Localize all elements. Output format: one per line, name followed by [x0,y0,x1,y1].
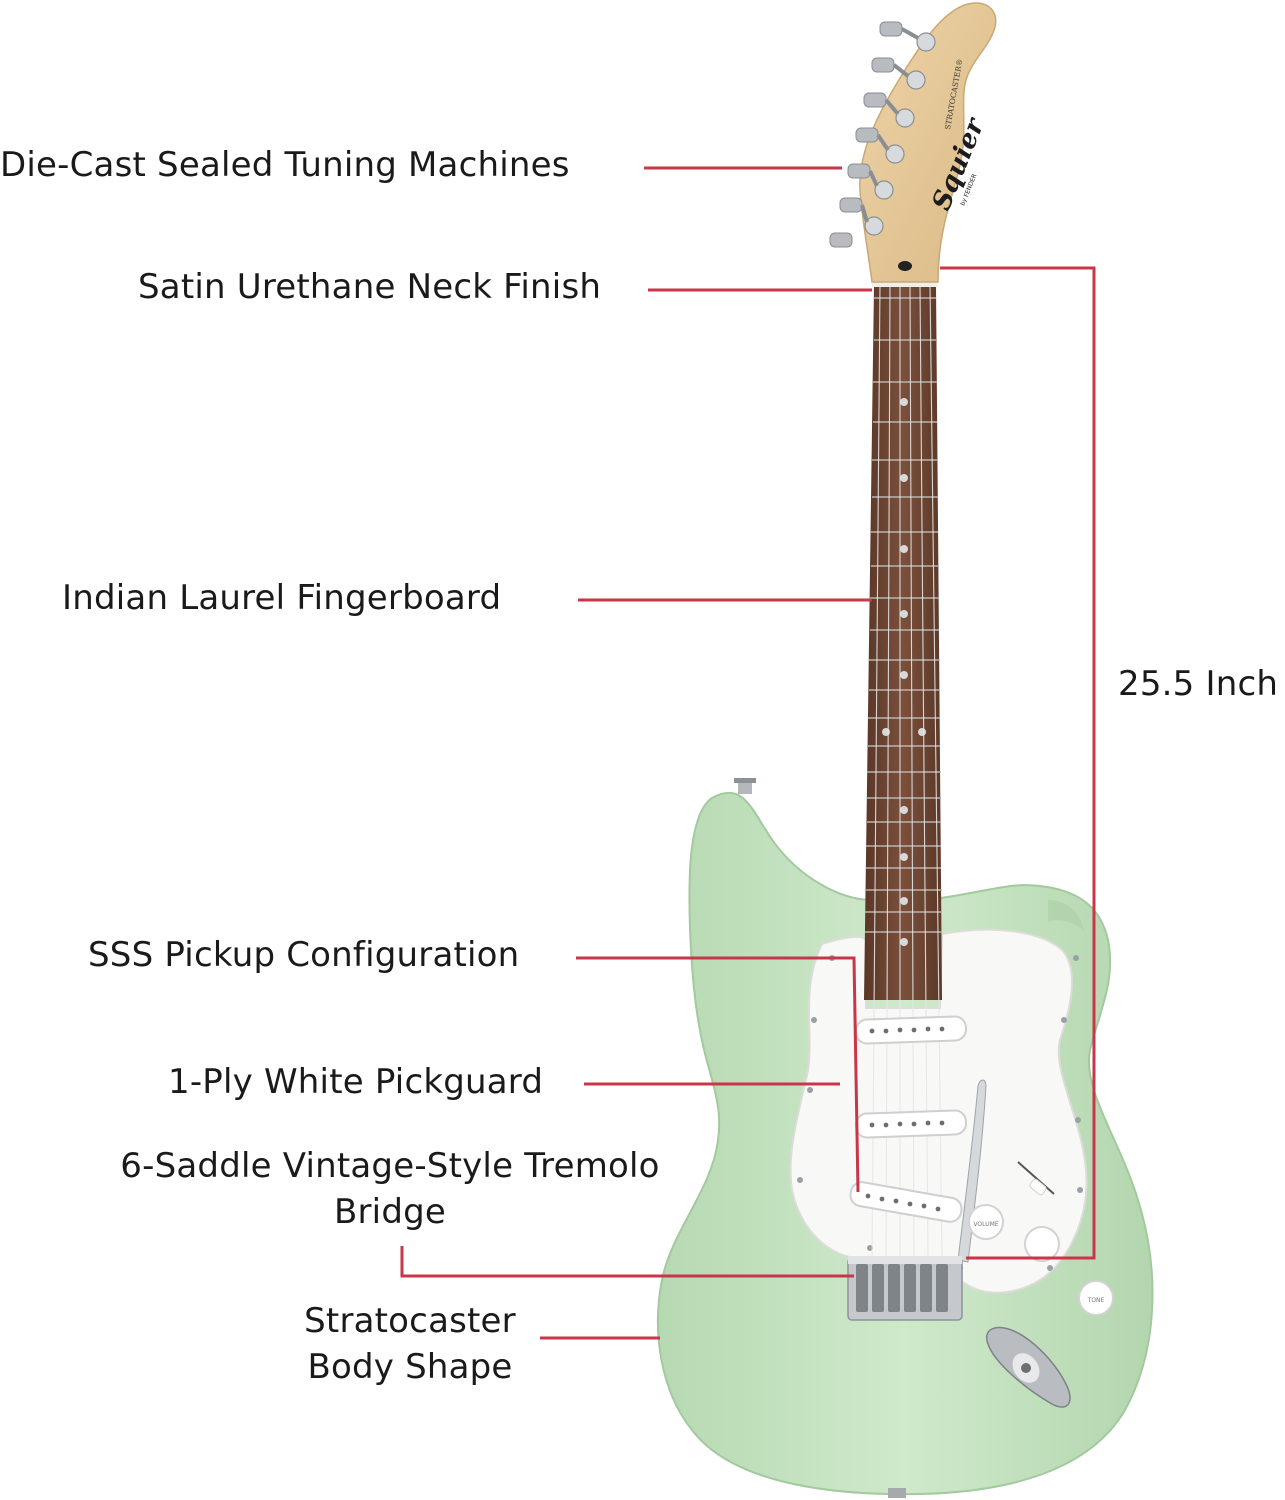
leader-lines [400,166,1096,1340]
label-body-line2: Body Shape [307,1347,513,1387]
nut [872,281,938,287]
label-scale-length: 25.5 Inch [1118,664,1279,704]
leader-pickup-config [576,956,860,1193]
pickups [849,1015,968,1223]
label-body-shape: Stratocaster Body Shape [270,1298,550,1390]
output-jack [985,1326,1071,1408]
scale-length-bracket [940,266,1096,1260]
tuning-machines [829,21,936,248]
strap-button-icon [734,778,756,794]
label-fingerboard: Indian Laurel Fingerboard [62,578,502,618]
label-body-line1: Stratocaster [304,1301,516,1341]
fingerboard [864,285,942,1000]
tone-knob-label: TONE [1087,1297,1105,1304]
label-pickguard: 1-Ply White Pickguard [168,1062,544,1102]
label-tuning-machines: Die-Cast Sealed Tuning Machines [0,145,570,185]
fret-inlays [882,398,926,946]
tremolo-arm [957,1079,987,1263]
frets [865,297,942,933]
leader-bridge [400,1246,854,1278]
label-bridge-line2: Bridge [333,1192,447,1232]
strings [871,284,943,1261]
volume-knob-label: VOLUME [973,1221,998,1228]
label-pickup-config: SSS Pickup Configuration [88,935,520,975]
pickup-selector [1017,1161,1055,1196]
label-bridge: 6-Saddle Vintage-Style Tremolo Bridge [80,1143,700,1235]
label-neck-finish: Satin Urethane Neck Finish [138,267,602,307]
control-knobs [968,1204,1114,1316]
tremolo-bridge [847,1256,963,1321]
label-bridge-line1: 6-Saddle Vintage-Style Tremolo [120,1146,660,1186]
